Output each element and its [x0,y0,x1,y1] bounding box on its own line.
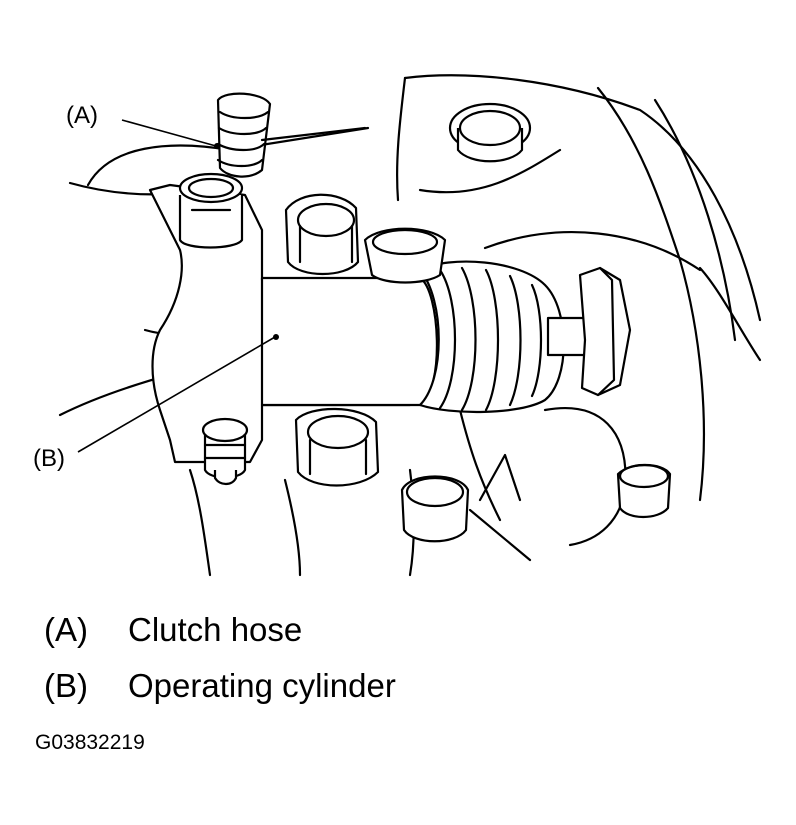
leader-line-b [77,336,276,453]
clip-lower [468,453,532,562]
legend-row-clutch-hose: (A) Clutch hose [44,613,302,646]
bracket-bolt-right [616,463,672,519]
leader-dot-b [273,334,279,340]
bracket-bolt-lower [400,475,470,543]
callout-label-b: (B) [33,445,65,472]
legend-row-operating-cylinder: (B) Operating cylinder [44,669,396,702]
union-nut [363,227,447,284]
operating-cylinder-illustration [58,74,762,577]
legend-label: Clutch hose [128,611,303,648]
legend-key: (B) [44,667,88,704]
leader-line-a [121,119,217,147]
clutch-hose [216,92,367,178]
housing-bolt-top [448,102,532,163]
legend-key: (A) [44,611,88,648]
mounting-bolt-lower [294,407,380,487]
mounting-bolt-upper [284,193,360,276]
legend-label: Operating cylinder [128,667,396,704]
figure-id: G03832219 [35,731,145,754]
callout-label-a: (A) [66,102,98,129]
leader-dot-a [214,143,220,149]
operating-cylinder-body [148,172,632,486]
